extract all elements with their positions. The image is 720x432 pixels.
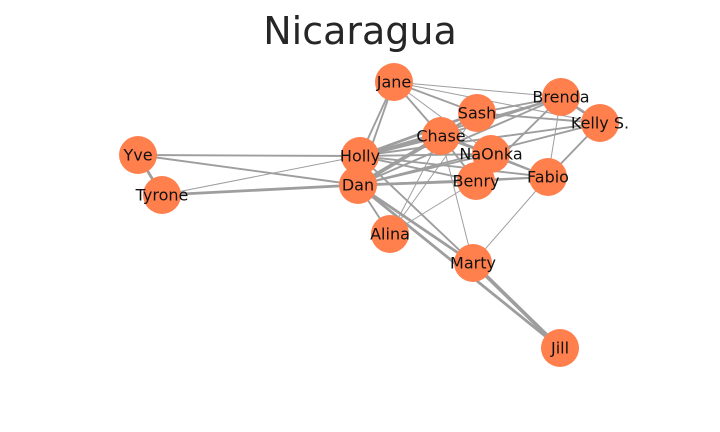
- edge-yve-dan: [137, 154, 359, 186]
- node-label: Alina: [370, 225, 410, 244]
- node-label: Holly: [340, 147, 380, 166]
- node-label: Yve: [122, 146, 152, 165]
- edge-naonka-dan: [357, 153, 492, 186]
- edge-holly-benry: [359, 155, 477, 182]
- edge-yve-holly: [137, 154, 361, 157]
- node-circle: [457, 162, 495, 200]
- edge-holly-marty: [359, 155, 474, 264]
- node-circle: [371, 215, 409, 253]
- node-sash: Sash: [458, 94, 496, 132]
- edge-jane-brenda: [393, 81, 562, 98]
- node-label: Marty: [450, 254, 496, 273]
- edge-dan-marty: [356, 183, 475, 265]
- node-label: NaOnka: [459, 145, 522, 164]
- node-label: Fabio: [527, 168, 569, 187]
- node-circle: [529, 158, 567, 196]
- node-label: Dan: [342, 176, 374, 195]
- edge-marty-jill: [471, 261, 562, 350]
- edge-layer: [136, 81, 602, 350]
- node-label: Jane: [376, 73, 412, 92]
- node-chase: Chase: [416, 117, 466, 155]
- node-dan: Dan: [339, 166, 377, 204]
- edge-marty-fabio: [472, 176, 549, 264]
- edge-brenda-dan: [357, 96, 562, 186]
- node-fabio: Fabio: [527, 158, 569, 196]
- node-circle: [339, 166, 377, 204]
- edge-holly-naonka: [359, 153, 492, 157]
- node-circle: [542, 78, 580, 116]
- node-circle: [375, 63, 413, 101]
- node-benry: Benry: [452, 162, 500, 200]
- edge-holly-fabio: [359, 155, 549, 178]
- node-tyrone: Tyrone: [135, 176, 189, 214]
- node-circle: [581, 104, 619, 142]
- node-kelly-s: Kelly S.: [571, 104, 629, 142]
- diagram-title: Nicaragua: [263, 9, 457, 53]
- node-alina: Alina: [370, 215, 410, 253]
- node-label: Benry: [452, 172, 499, 191]
- node-circle: [454, 244, 492, 282]
- edge-tyrone-holly: [161, 155, 361, 196]
- node-label: Tyrone: [135, 186, 189, 205]
- node-label: Brenda: [532, 88, 589, 107]
- edge-tyrone-dan: [160, 183, 360, 197]
- edge-marty-chase: [440, 135, 474, 264]
- node-label: Sash: [458, 104, 496, 123]
- node-brenda: Brenda: [532, 78, 590, 116]
- node-jill: Jill: [541, 329, 579, 367]
- edge-jane-kelly-s: [393, 81, 601, 124]
- node-jane: Jane: [375, 63, 413, 101]
- node-circle: [541, 329, 579, 367]
- node-yve: Yve: [119, 136, 157, 174]
- node-circle: [422, 117, 460, 155]
- node-circle: [341, 137, 379, 175]
- node-label: Chase: [416, 127, 465, 146]
- edge-alina-sash: [389, 112, 478, 235]
- node-holly: Holly: [340, 137, 380, 175]
- node-label: Kelly S.: [571, 114, 629, 133]
- node-marty: Marty: [450, 244, 496, 282]
- edge-sash-holly: [358, 111, 479, 158]
- node-label: Jill: [550, 339, 569, 358]
- node-circle: [458, 94, 496, 132]
- node-circle: [143, 176, 181, 214]
- node-circle: [119, 136, 157, 174]
